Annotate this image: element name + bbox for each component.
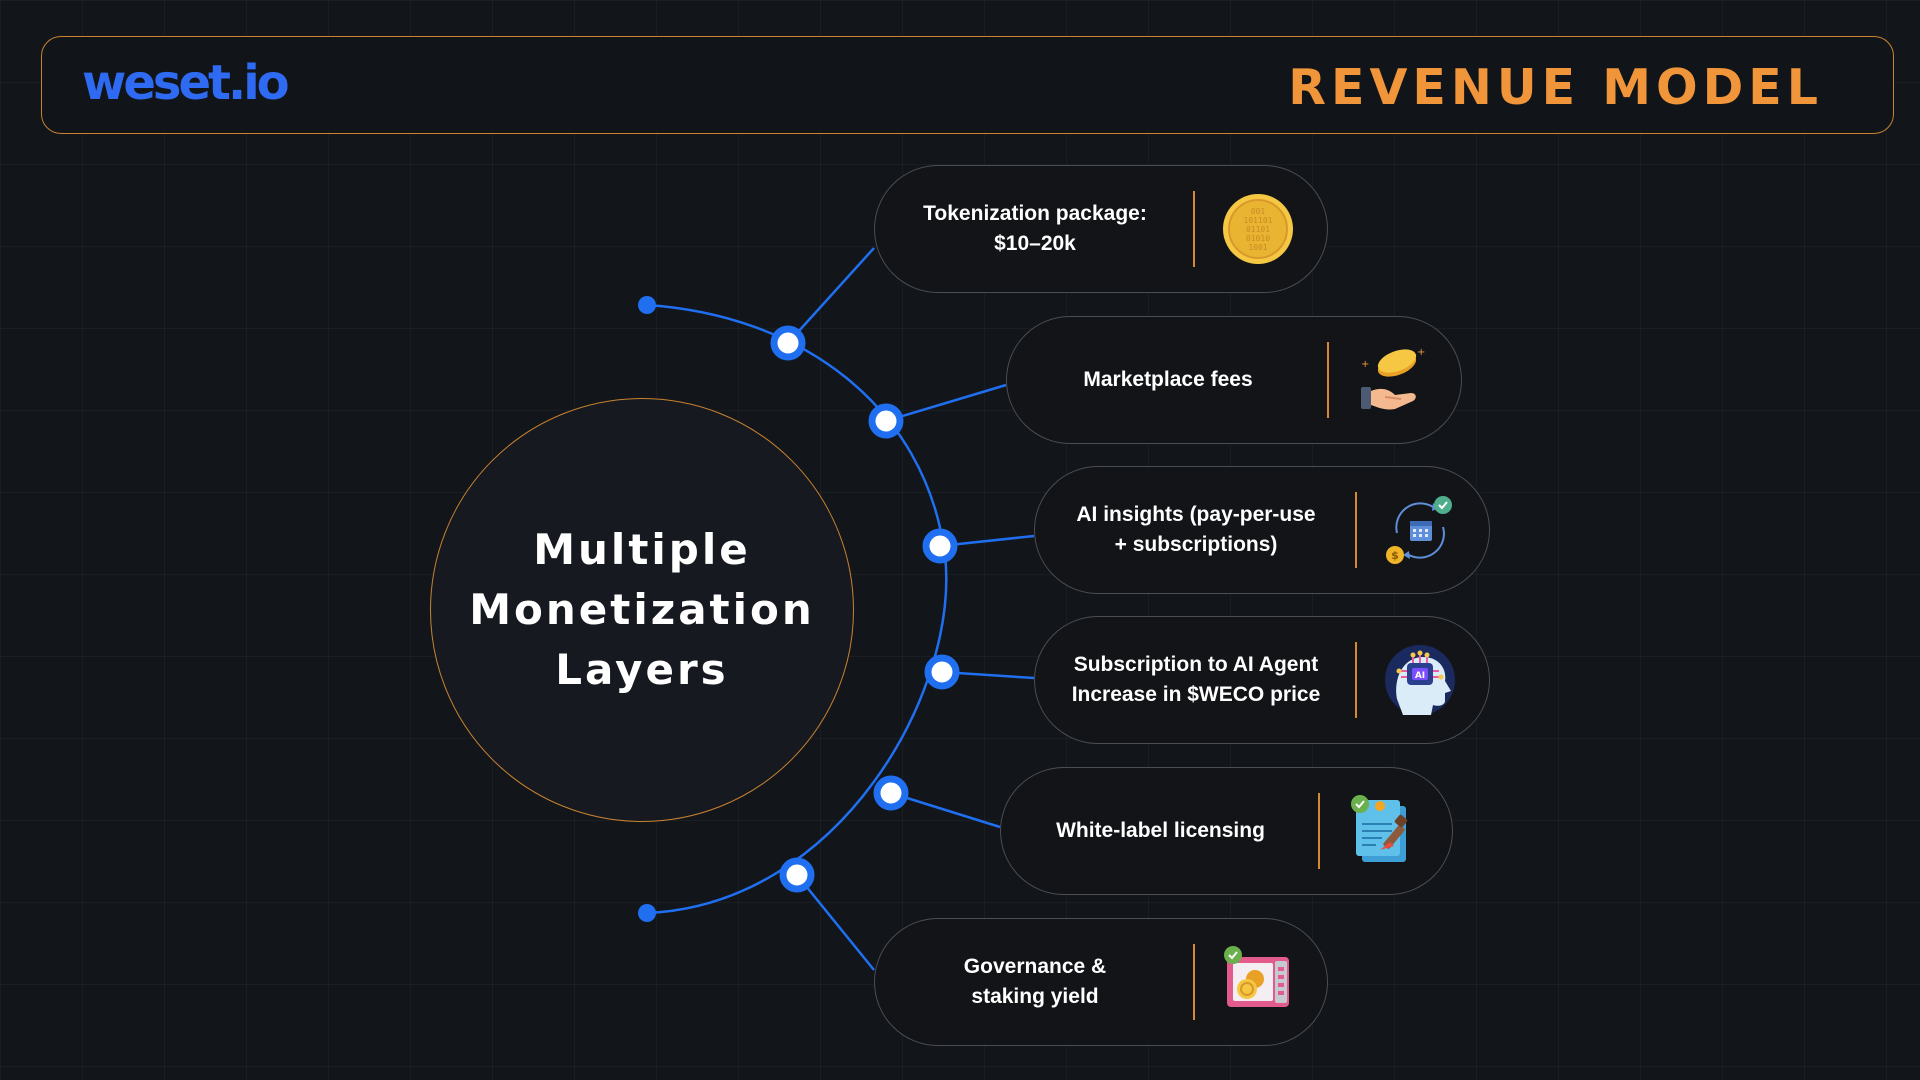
arc-end-dot-top <box>638 296 656 314</box>
connector-node-6 <box>779 857 815 893</box>
revenue-item-label: AI insights (pay-per-use + subscriptions… <box>1076 503 1316 556</box>
divider <box>1193 191 1195 267</box>
connector-node-3 <box>922 528 958 564</box>
subscription-cycle-icon: $ <box>1383 493 1457 567</box>
connector-line-2 <box>885 383 1007 423</box>
svg-text:+: + <box>1417 347 1425 358</box>
svg-text:01010: 01010 <box>1246 234 1270 243</box>
connector-line-5 <box>890 791 1001 829</box>
revenue-item-label: White-label licensing <box>1056 819 1265 842</box>
svg-text:001: 001 <box>1251 207 1266 216</box>
connector-node-5 <box>873 775 909 811</box>
svg-text:$: $ <box>1391 549 1399 562</box>
center-circle: Multiple Monetization Layers <box>430 398 854 822</box>
divider <box>1355 492 1357 568</box>
page-title: REVENUE MODEL <box>1288 59 1823 116</box>
revenue-item-ai-insights: AI insights (pay-per-use + subscriptions… <box>1034 466 1490 594</box>
hand-coins-icon: + + <box>1355 343 1429 417</box>
center-title: Multiple Monetization Layers <box>469 525 815 694</box>
divider <box>1327 342 1329 418</box>
svg-text:101101: 101101 <box>1244 216 1273 225</box>
revenue-item-label: Tokenization package: $10–20k <box>923 202 1147 255</box>
revenue-item-marketplace: Marketplace fees + + <box>1006 316 1462 444</box>
connector-node-4 <box>924 654 960 690</box>
header-bar: weset.io REVENUE MODEL <box>41 36 1894 134</box>
revenue-item-label: Subscription to AI Agent Increase in $WE… <box>1071 653 1321 706</box>
revenue-item-tokenization: Tokenization package: $10–20k 001 101101… <box>874 165 1328 293</box>
revenue-item-label: Marketplace fees <box>1083 368 1253 391</box>
connector-line-1 <box>787 247 875 344</box>
divider <box>1355 642 1357 718</box>
divider <box>1318 793 1320 869</box>
connector-node-2 <box>868 403 904 439</box>
coin-vault-icon <box>1221 945 1295 1019</box>
divider <box>1193 944 1195 1020</box>
revenue-item-label: Governance & staking yield <box>963 955 1107 1008</box>
brand-logo: weset.io <box>82 55 290 111</box>
gold-coin-icon: 001 101101 01101 01010 1001 <box>1221 192 1295 266</box>
svg-text:01101: 01101 <box>1246 225 1270 234</box>
license-document-icon <box>1346 794 1420 868</box>
svg-text:+: + <box>1361 359 1369 370</box>
revenue-item-ai-agent: Subscription to AI Agent Increase in $WE… <box>1034 616 1490 744</box>
svg-text:AI: AI <box>1415 671 1425 681</box>
revenue-item-governance: Governance & staking yield <box>874 918 1328 1046</box>
svg-text:1001: 1001 <box>1248 243 1267 252</box>
connector-line-6 <box>796 874 875 971</box>
connector-node-1 <box>770 325 806 361</box>
revenue-item-white-label: White-label licensing <box>1000 767 1453 895</box>
arc-end-dot-bottom <box>638 904 656 922</box>
ai-head-icon: AI <box>1383 643 1457 717</box>
